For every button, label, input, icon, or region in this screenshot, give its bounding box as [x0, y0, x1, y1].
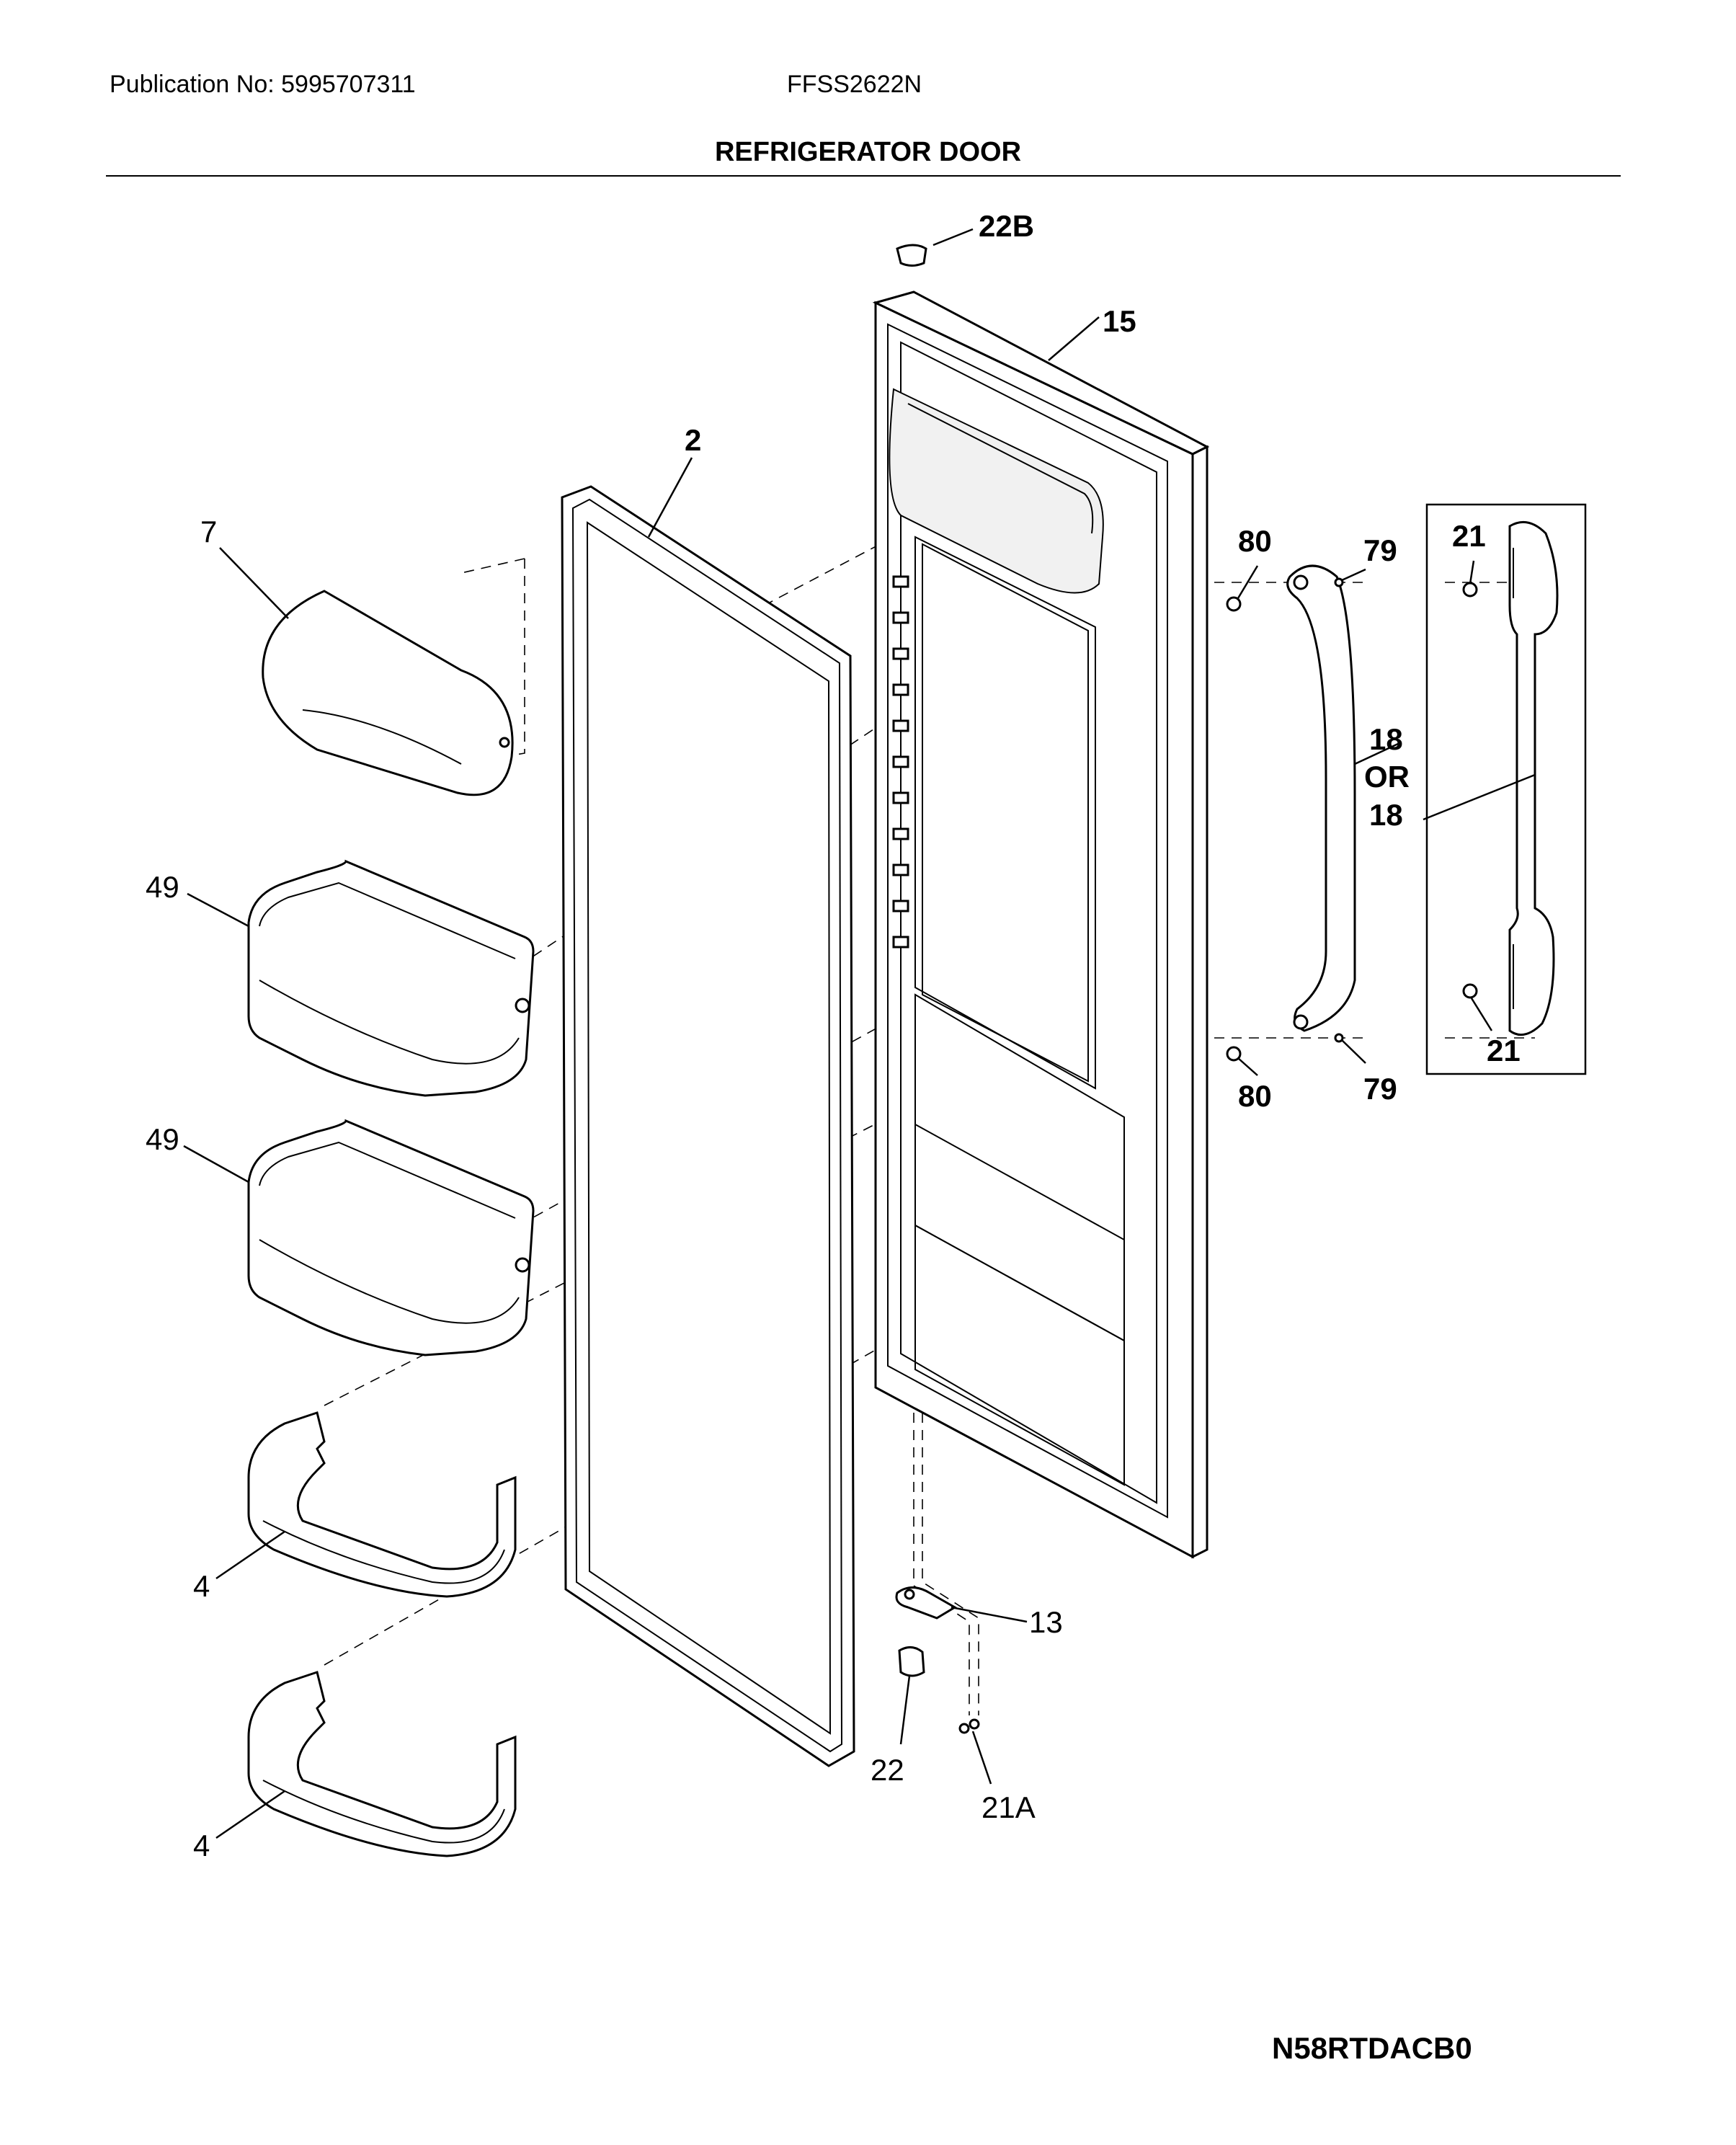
diagram-code: N58RTDACB0	[1272, 2031, 1472, 2065]
callout-21a: 21A	[981, 1790, 1036, 1824]
callout-22: 22	[871, 1753, 904, 1787]
callout-18-a: 18	[1369, 722, 1403, 756]
hinge-pin-bottom-part	[898, 1646, 925, 1677]
alternate-handle-inset	[1425, 503, 1587, 1075]
door-shelf-supports	[892, 575, 909, 949]
callout-13: 13	[1029, 1605, 1063, 1639]
callout-15: 15	[1103, 304, 1136, 338]
door-bin-middle	[247, 1119, 535, 1356]
hinge-bracket-part	[895, 1586, 957, 1620]
callout-49-upper: 49	[146, 870, 179, 904]
callout-80-bottom: 80	[1238, 1079, 1272, 1113]
door-assembly	[872, 290, 1210, 1559]
callout-22b: 22B	[979, 209, 1034, 243]
publication-number: Publication No: 5995707311	[110, 71, 416, 98]
page-title: REFRIGERATOR DOOR	[714, 137, 1022, 167]
door-gasket	[561, 485, 855, 1767]
callout-79-top: 79	[1363, 533, 1397, 567]
callout-21-top: 21	[1452, 519, 1486, 553]
door-shelf-lower	[247, 1671, 517, 1857]
model-number: FFSS2622N	[787, 71, 922, 98]
callout-2: 2	[685, 423, 701, 457]
callout-4-upper: 4	[193, 1569, 210, 1603]
callout-7: 7	[200, 515, 217, 549]
door-handle-standard	[1286, 564, 1356, 1032]
callout-21-bottom: 21	[1487, 1034, 1521, 1067]
door-bin-upper	[247, 859, 535, 1097]
callout-or: OR	[1364, 760, 1410, 794]
hinge-pin-top-part	[896, 244, 927, 267]
callout-labels: 22B 15 2 7 49 49 4 4 80 79 80 79 18 OR 1…	[146, 209, 1521, 1862]
title-divider	[106, 175, 1621, 177]
callout-49-middle: 49	[146, 1122, 179, 1156]
callout-79-bottom: 79	[1363, 1072, 1397, 1106]
callout-80-top: 80	[1238, 524, 1272, 558]
callout-4-lower: 4	[193, 1829, 210, 1862]
callout-18-b: 18	[1369, 798, 1403, 832]
dairy-door-cover	[262, 590, 514, 796]
handle-screws	[1226, 577, 1478, 1062]
hinge-screws-part	[958, 1718, 980, 1734]
callout-leaders	[183, 228, 1536, 1839]
door-shelf-upper	[247, 1411, 517, 1598]
